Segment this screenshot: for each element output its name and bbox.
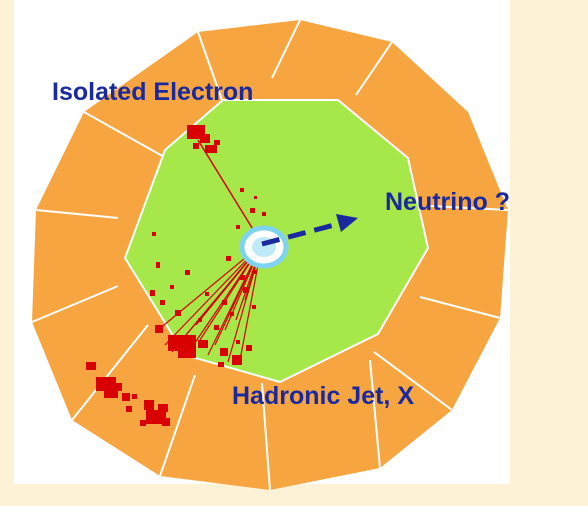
electron-label: Isolated Electron [52, 78, 254, 106]
neutrino-label: Neutrino ? [385, 188, 510, 216]
electron-track [187, 125, 263, 245]
jet-energy-deposits [150, 232, 257, 367]
calorimeter-segment-dividers [31, 19, 509, 491]
calorimeter-jet-deposits [86, 362, 170, 426]
interaction-vertex-icon [239, 225, 289, 269]
dashed-arrow-icon [261, 214, 358, 247]
tracker-hits [236, 188, 266, 229]
hadronic-jet-label: Hadronic Jet, X [232, 382, 414, 410]
